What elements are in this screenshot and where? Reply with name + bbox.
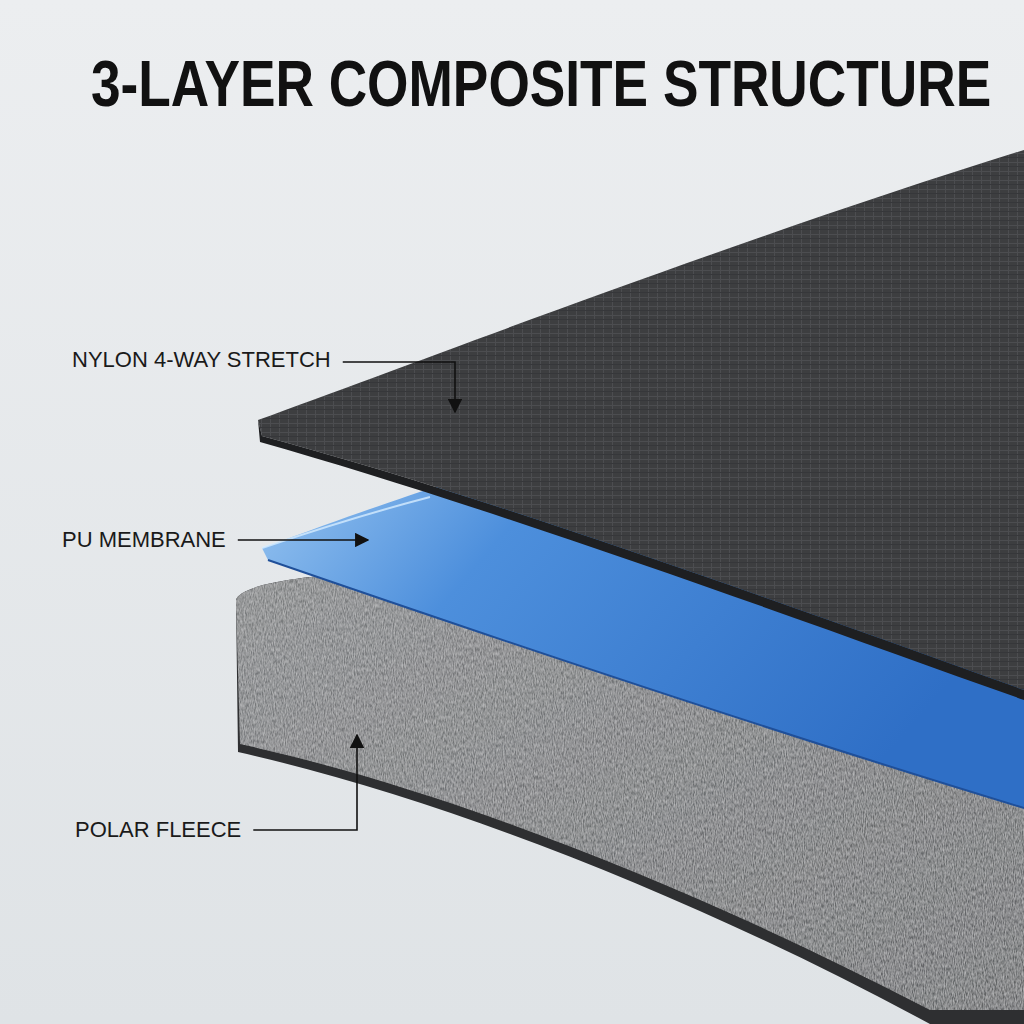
leader-line <box>253 735 357 830</box>
title-bar: 3-LAYER COMPOSITE STRUCTURE <box>0 52 1024 116</box>
leader-line <box>343 362 455 412</box>
nylon-layer <box>258 150 1024 690</box>
layer-label: POLAR FLEECE <box>75 819 241 841</box>
leader-line <box>238 539 368 541</box>
layer-label: PU MEMBRANE <box>62 529 226 551</box>
layer-label: NYLON 4-WAY STRETCH <box>72 349 331 371</box>
nylon-edge <box>258 420 1024 700</box>
title: 3-LAYER COMPOSITE STRUCTURE <box>91 52 991 116</box>
